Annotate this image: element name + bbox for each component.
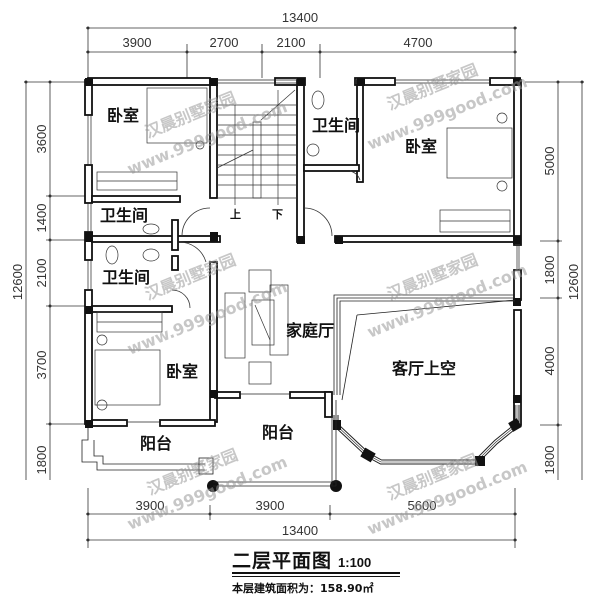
dim-top-total: 13400 [282, 10, 318, 25]
windows [87, 79, 520, 423]
room-label-bath-left-2: 卫生间 [102, 268, 150, 287]
dim-bottom-seg-2: 3900 [256, 498, 285, 513]
doors [171, 170, 361, 309]
staircase [216, 89, 297, 205]
bay-window [333, 405, 522, 466]
walls [84, 77, 522, 427]
dim-bottom-seg-1: 3900 [136, 498, 165, 513]
drawing-scale: 1:100 [338, 555, 372, 570]
stair-down-label: 下 [272, 208, 283, 221]
dim-top-seg-4: 4700 [404, 35, 433, 50]
title-underline-thin [232, 576, 400, 577]
dim-right-seg-2: 1800 [542, 256, 557, 285]
room-label-bedroom-ne: 卧室 [405, 137, 437, 156]
dim-right-seg-1: 5000 [542, 147, 557, 176]
room-label-family-hall: 家庭厅 [286, 321, 334, 340]
right-dimensions [525, 81, 584, 480]
dim-left-seg-2: 1400 [34, 204, 49, 233]
drawing-title-block: 二层平面图 1:100 [232, 546, 432, 577]
dim-left-seg-4: 3700 [34, 351, 49, 380]
dim-right-seg-3: 4000 [542, 347, 557, 376]
room-label-balcony-left: 阳台 [140, 434, 172, 453]
balcony-outline [81, 400, 337, 487]
living-void-outline [333, 294, 516, 401]
dim-bottom-seg-3: 5600 [408, 498, 437, 513]
dim-left-seg-1: 3600 [34, 125, 49, 154]
floor-area-note: 本层建筑面积为：158.90㎡ [232, 582, 374, 595]
room-label-bath-left-1: 卫生间 [100, 206, 148, 225]
dim-left-total: 12600 [10, 264, 25, 300]
left-dimensions [24, 81, 88, 480]
furniture [94, 87, 513, 411]
stair-up-label: 上 [230, 207, 241, 221]
room-label-bath-top: 卫生间 [312, 116, 360, 135]
dim-top-seg-2: 2700 [210, 35, 239, 50]
drawing-title: 二层平面图 [232, 550, 333, 572]
dim-left-seg-3: 2100 [34, 259, 49, 288]
title-underline [232, 572, 400, 574]
svg-text:汉晨别墅家园: 汉晨别墅家园 [142, 250, 238, 304]
room-label-bedroom-sw: 卧室 [166, 362, 198, 381]
dim-bottom-total: 13400 [282, 523, 318, 538]
dim-top-seg-3: 2100 [277, 35, 306, 50]
dim-left-seg-5: 1800 [34, 446, 49, 475]
dim-right-seg-4: 1800 [542, 446, 557, 475]
dim-top-seg-1: 3900 [123, 35, 152, 50]
room-label-bedroom-nw: 卧室 [107, 106, 139, 125]
dim-right-total: 12600 [566, 264, 581, 300]
room-label-balcony-center: 阳台 [262, 423, 294, 442]
top-dimensions [86, 27, 517, 78]
room-label-living-void: 客厅上空 [392, 359, 456, 378]
columns [85, 78, 521, 492]
